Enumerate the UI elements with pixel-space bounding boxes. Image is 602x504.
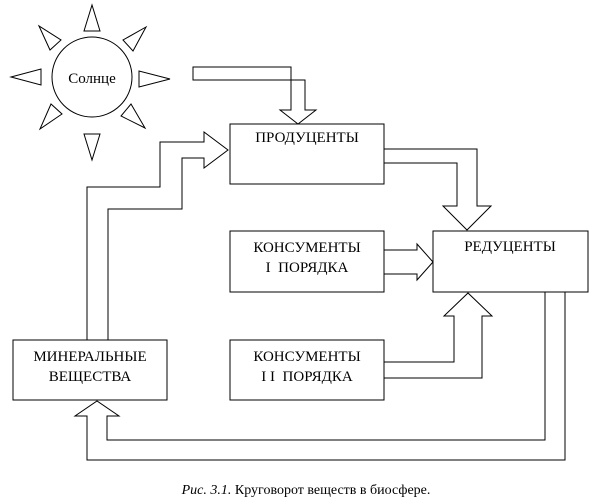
- reducers-label: РЕДУЦЕНТЫ: [464, 239, 556, 255]
- consumers2-label-line1: КОНСУМЕНТЫ: [253, 349, 360, 365]
- arrow-consumers1-to-reducers: [383, 242, 434, 282]
- minerals-label-line1: МИНЕРАЛЬНЫЕ: [33, 349, 146, 365]
- arrow-consumers2-to-reducers: [383, 292, 494, 379]
- producers-label: ПРОДУЦЕНТЫ: [255, 130, 359, 146]
- arrow-reducers-to-minerals: [73, 291, 566, 461]
- arrow-sun-to-producers: [192, 66, 318, 125]
- arrow-minerals-to-producers: [86, 131, 229, 341]
- sun: [9, 3, 171, 162]
- sun-ray-e: [138, 70, 171, 88]
- figure-caption: Рис. 3.1. Круговорот веществ в биосфере.: [181, 483, 431, 498]
- figure-caption-text: Круговорот веществ в биосфере.: [231, 483, 430, 498]
- sun-ray-n: [83, 3, 101, 32]
- sun-ray-s: [83, 133, 101, 162]
- arrow-producers-to-reducers: [383, 148, 493, 231]
- consumers1-label-line2: I ПОРЯДКА: [266, 260, 349, 276]
- sun-label: Солнце: [68, 71, 116, 87]
- sun-ray-sw: [38, 103, 63, 131]
- sun-ray-nw: [37, 24, 62, 51]
- figure-caption-prefix: Рис. 3.1.: [181, 483, 232, 498]
- consumers2-label-line2: I I ПОРЯДКА: [261, 369, 353, 385]
- minerals-label-line2: ВЕЩЕСТВА: [49, 369, 132, 385]
- sun-ray-w: [9, 68, 42, 86]
- sun-ray-se: [120, 103, 147, 130]
- sun-ray-ne: [122, 25, 148, 52]
- sun-disc: [51, 36, 133, 118]
- consumers1-label-line1: КОНСУМЕНТЫ: [253, 240, 360, 256]
